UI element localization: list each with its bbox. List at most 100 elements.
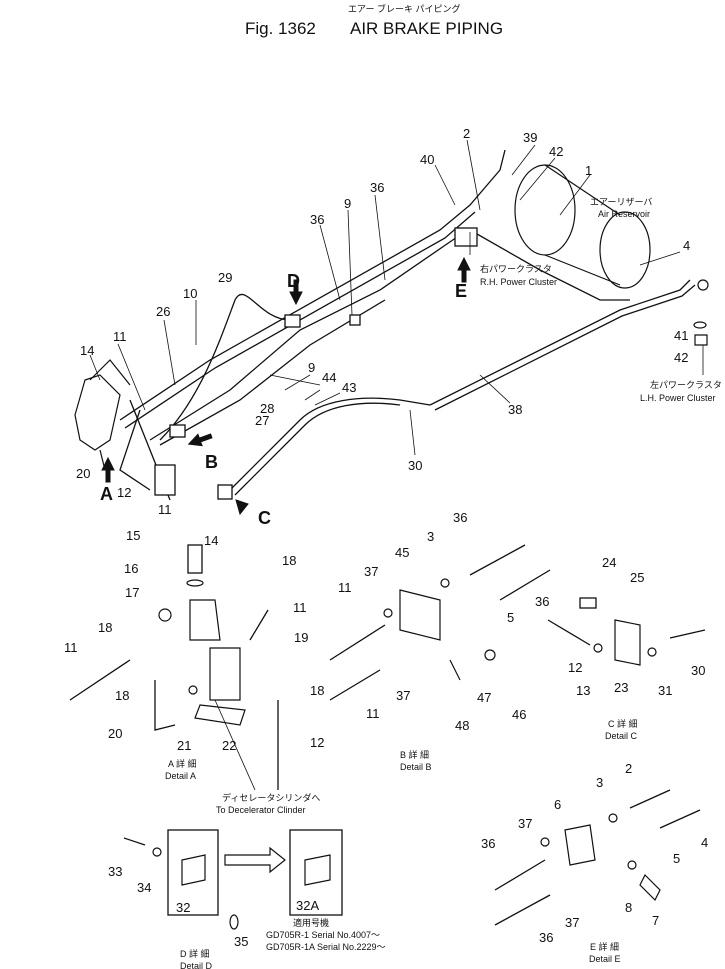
callout-10: 10 <box>183 286 197 301</box>
view-letter-b: B <box>205 452 218 472</box>
decelerator-label-jp: ディセレータシリンダへ <box>222 792 320 803</box>
clamp-32a-box <box>289 829 343 916</box>
arrow-d-transition-icon <box>224 846 286 874</box>
leader-39 <box>511 144 536 176</box>
callout-b-11: 11 <box>338 580 352 595</box>
callout-d-32a: 32A <box>296 898 319 913</box>
leader-42a <box>519 157 556 201</box>
callout-e-8: 8 <box>625 900 632 915</box>
leader-decelerator <box>214 699 256 791</box>
callout-38: 38 <box>508 402 522 417</box>
callout-e-5: 5 <box>673 851 680 866</box>
decelerator-label-en: To Decelerator Clinder <box>216 805 306 815</box>
elbow-20 <box>154 680 176 731</box>
washer-13 <box>593 643 603 653</box>
air-reservoir-label-en: Air Reservoir <box>598 209 650 219</box>
pipe-36-lower <box>124 211 476 429</box>
clamp-c <box>217 484 233 500</box>
washer-34 <box>152 847 162 857</box>
callout-b-3: 3 <box>427 529 434 544</box>
callout-2: 2 <box>463 126 470 141</box>
pipe-36-b2 <box>499 569 551 601</box>
detail-d-label-jp: D 詳 細 <box>180 948 210 959</box>
callout-b-36b: 36 <box>535 594 549 609</box>
arrow-e-icon <box>457 256 471 283</box>
callout-c-23: 23 <box>614 680 628 695</box>
leader-26 <box>163 319 176 386</box>
washer-21 <box>188 685 198 695</box>
callout-b-48: 48 <box>455 718 469 733</box>
bolt-7 <box>639 873 661 902</box>
callout-a-18d: 18 <box>310 683 324 698</box>
bolt-46 <box>484 649 496 661</box>
leader-2 <box>466 139 481 211</box>
callout-a-17: 17 <box>125 585 139 600</box>
pipe-12-c <box>547 619 591 646</box>
figure-title: エアー ブレーキ パイピング Fig. 1362 AIR BRAKE PIPIN… <box>245 3 503 38</box>
callout-e-6: 6 <box>554 797 561 812</box>
callout-27: 27 <box>255 413 269 428</box>
callout-b-45: 45 <box>395 545 409 560</box>
callout-b-5: 5 <box>507 610 514 625</box>
junction-block-e <box>454 227 478 247</box>
callout-40: 40 <box>420 152 434 167</box>
pipe-30-c <box>669 629 706 639</box>
detail-e: 2 3 6 37 4 36 5 8 7 36 37 E 詳 細 Detail E <box>481 761 708 964</box>
pipe-36-upper <box>119 149 506 421</box>
clamp-b <box>169 424 186 438</box>
callout-1: 1 <box>585 163 592 178</box>
callout-e-36: 36 <box>481 836 495 851</box>
view-letter-a: A <box>100 484 113 504</box>
pipe-11-left <box>69 659 131 701</box>
leader-30 <box>409 409 416 456</box>
callout-36a: 36 <box>310 212 324 227</box>
callout-42a: 42 <box>549 144 563 159</box>
title-japanese: エアー ブレーキ パイピング <box>348 3 460 14</box>
washer-8 <box>627 860 637 870</box>
bracket-22 <box>194 704 246 726</box>
pipe-29 <box>159 293 291 441</box>
callout-9a: 9 <box>344 196 351 211</box>
arrow-c-icon <box>235 499 249 516</box>
callout-e-2: 2 <box>625 761 632 776</box>
callout-36b: 36 <box>370 180 384 195</box>
decelerator-cylinder <box>209 647 241 701</box>
washer-3-b <box>440 578 450 588</box>
leader-14 <box>89 354 101 381</box>
callout-e-3: 3 <box>596 775 603 790</box>
callout-d-33: 33 <box>108 864 122 879</box>
serial-label-jp: 適用号機 <box>293 917 329 928</box>
callout-e-4: 4 <box>701 835 708 850</box>
callout-41: 41 <box>674 328 688 343</box>
leader-44 <box>304 389 321 401</box>
junction-45 <box>399 589 441 641</box>
callout-9b: 9 <box>308 360 315 375</box>
leader-36a <box>319 224 341 301</box>
callout-c-30: 30 <box>691 663 705 678</box>
pipe-9 <box>149 234 461 441</box>
clamp-32a <box>304 854 331 886</box>
leader-9a <box>347 209 353 316</box>
serial-line-2: GD705R-1A Serial No.2229～ <box>266 942 386 952</box>
air-reservoir-label-jp: エアーリザーバ <box>590 197 652 207</box>
callout-42b: 42 <box>674 350 688 365</box>
pipe-38b <box>434 284 696 411</box>
callout-a-11b: 11 <box>64 640 78 655</box>
leader-43 <box>314 392 341 406</box>
pipe-38 <box>429 279 691 406</box>
detail-a-label-en: Detail A <box>165 771 196 781</box>
callout-e-7: 7 <box>652 913 659 928</box>
leader-1 <box>559 174 591 216</box>
callout-12: 12 <box>117 485 131 500</box>
leader-11 <box>117 343 146 411</box>
washer-3-e <box>608 813 618 823</box>
callout-b-46: 46 <box>512 707 526 722</box>
callout-29: 29 <box>218 270 232 285</box>
leader-29-clamp <box>269 374 321 386</box>
arrow-a-icon <box>101 456 115 483</box>
pipe-36-b1 <box>469 544 526 576</box>
pipe-11-right <box>249 609 269 641</box>
leader-9b <box>284 374 311 391</box>
leader-38 <box>479 374 511 404</box>
